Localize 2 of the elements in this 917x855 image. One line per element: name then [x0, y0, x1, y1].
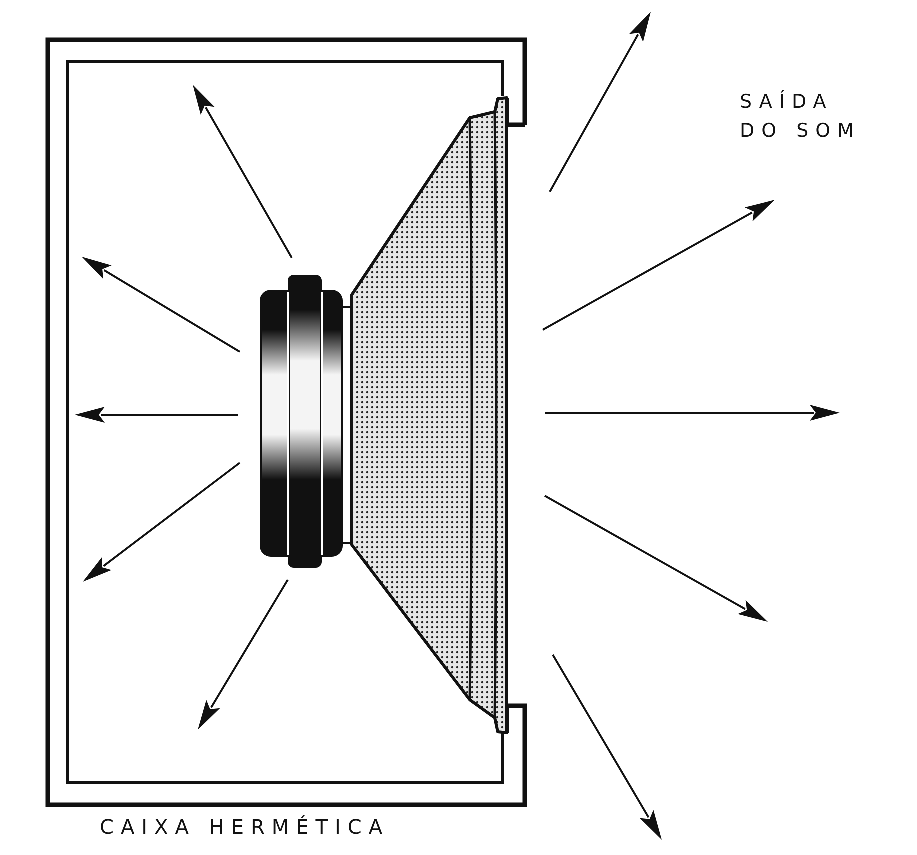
annotation-label: SAÍDA DO SOM	[740, 89, 862, 144]
part-label: CAIXA HERMÉTICA	[100, 814, 391, 841]
